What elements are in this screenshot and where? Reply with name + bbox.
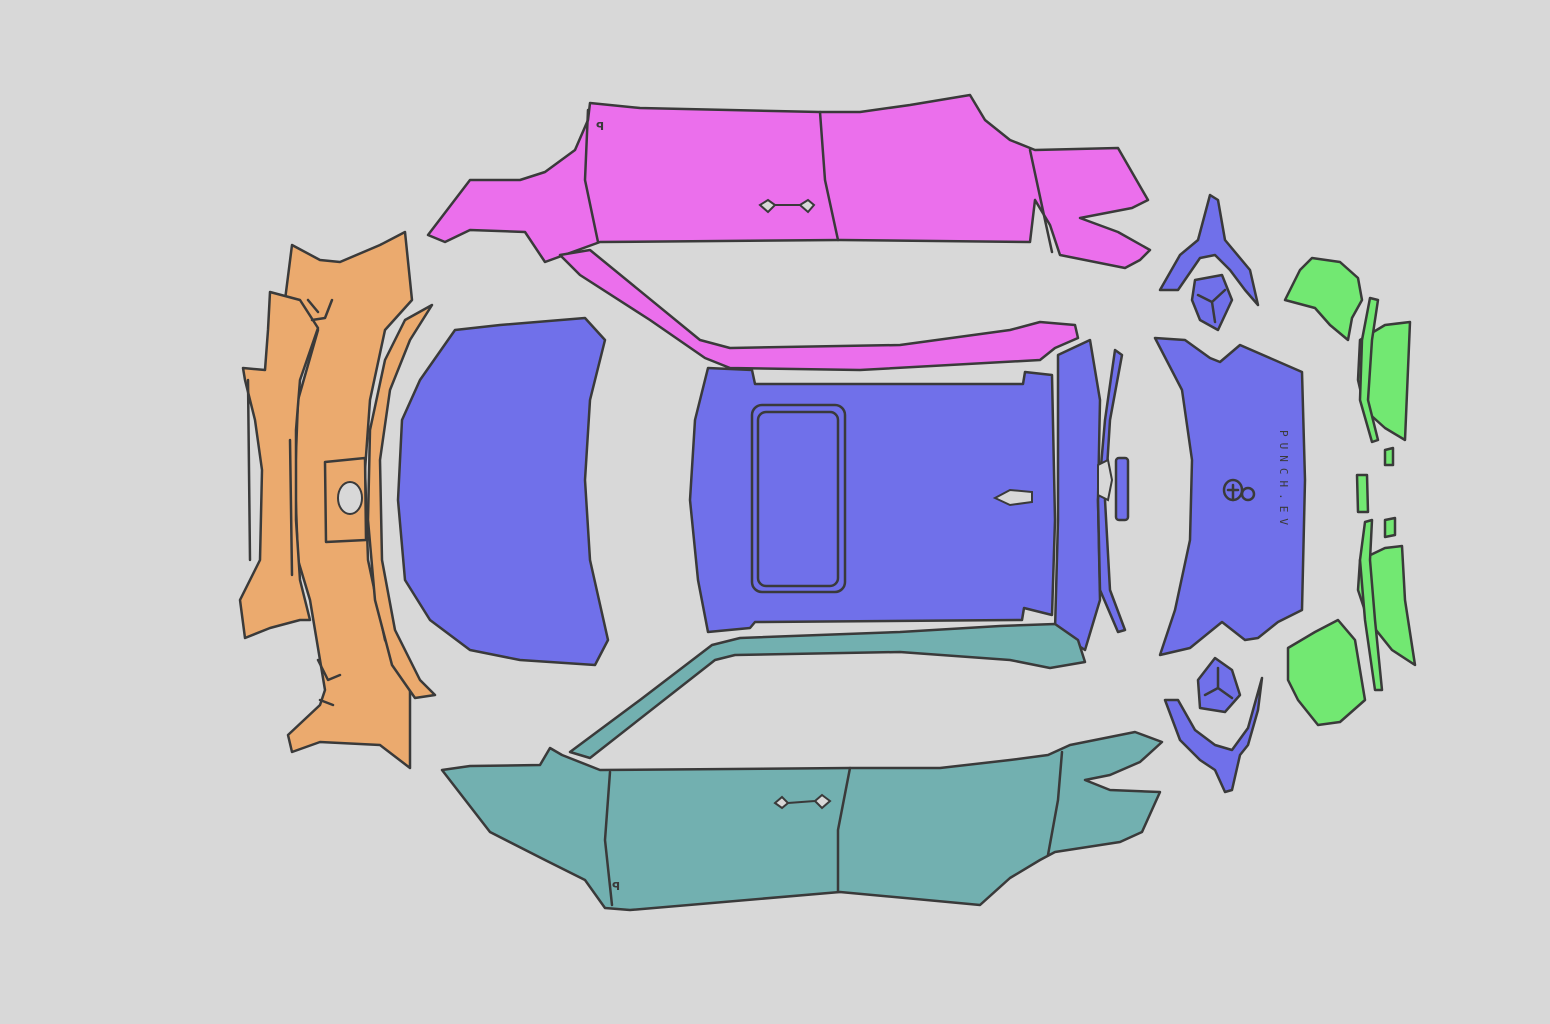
front-grille-emblem-cutout: [337, 481, 363, 515]
windshield-panel: [396, 316, 610, 667]
rear-brand-text: PUNCH.EV: [1277, 430, 1290, 531]
rear-light-surround-lower: [1163, 676, 1264, 794]
tail-light-lower-tab: [1383, 516, 1397, 539]
left-side-sill-strip: [558, 248, 1080, 372]
rear-wiper-cutout: [1097, 458, 1114, 502]
front-bumper-right-strip: [366, 303, 437, 700]
rear-wiper-slot: [1114, 456, 1130, 522]
right-side-sill-strip: [568, 622, 1087, 760]
rear-hatch-panels: PUNCH.EV: [1153, 193, 1307, 794]
rear-glass-strip: [1053, 338, 1102, 652]
roof-panels: [688, 338, 1130, 652]
tail-light-lower-strip: [1358, 518, 1384, 692]
right-side-door-lines: [603, 750, 1064, 907]
sunroof-cutout-inner: [756, 410, 840, 588]
left-side-panels: ꟼ: [426, 93, 1152, 372]
rear-hatch-panel: [1153, 336, 1307, 657]
left-side-mark: ꟼ: [596, 120, 604, 133]
right-side-panels: ꟼ: [440, 622, 1164, 912]
front-bumper-cut-lines: [246, 298, 342, 707]
right-side-main-panel: [440, 730, 1164, 912]
right-side-mark: ꟼ: [612, 880, 620, 893]
sunroof-cutout-outer: [750, 403, 847, 594]
front-bumper-left-wing: [238, 290, 320, 640]
tail-light-upper-outer: [1283, 256, 1364, 342]
tail-light-upper-strip: [1358, 296, 1380, 444]
tail-light-panels: [1283, 256, 1417, 727]
left-side-door-lines: [583, 108, 1054, 254]
tail-light-mid-tab: [1355, 473, 1370, 514]
tail-light-lower-outer: [1286, 618, 1367, 727]
left-side-main-panel: [426, 93, 1152, 270]
right-door-handle-cutout: [773, 793, 832, 810]
rear-logo-cutout: [1222, 478, 1256, 502]
rear-light-emblem-lower-lines: [1203, 666, 1234, 700]
front-bumper-panels: [238, 230, 437, 770]
rear-light-emblem-upper-lines: [1196, 288, 1227, 324]
tail-light-upper-tab: [1383, 446, 1395, 467]
left-door-handle-cutout: [758, 198, 816, 214]
rear-light-surround-upper: [1158, 193, 1260, 307]
roof-antenna-cutout: [992, 488, 1033, 507]
